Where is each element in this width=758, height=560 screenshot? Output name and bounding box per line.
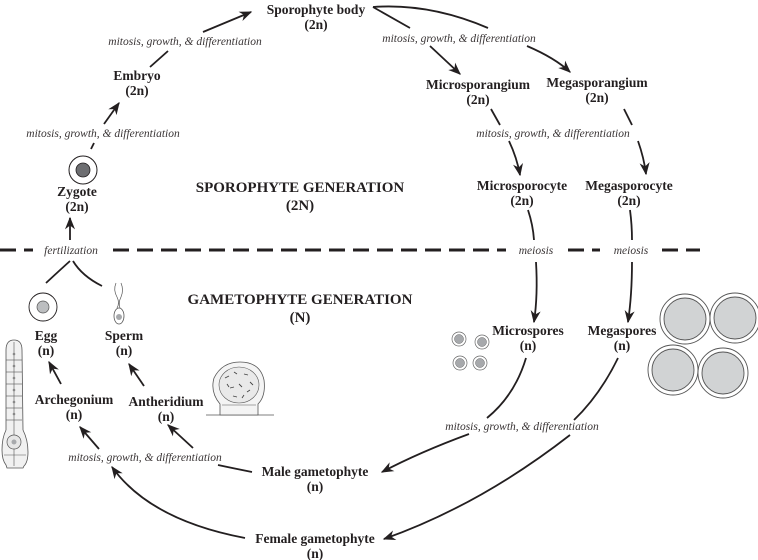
node-ploidy: (n) bbox=[38, 343, 55, 358]
node-name: Antheridium bbox=[128, 394, 204, 409]
arrow-sporophyte-to-mega-b bbox=[526, 45, 571, 73]
arrow-female-gametophyte-to-archegonium-a bbox=[111, 465, 246, 539]
arrow-zygote-to-embryo-b bbox=[103, 101, 120, 125]
node-microsporocyte: Microsporocyte (2n) bbox=[477, 178, 567, 208]
arrow-embryo-to-sporophyte-b bbox=[202, 11, 253, 33]
node-ploidy: (n) bbox=[520, 338, 537, 353]
node-ploidy: (n) bbox=[116, 343, 133, 358]
node-ploidy: (n) bbox=[66, 407, 83, 422]
node-name: Microsporangium bbox=[426, 77, 531, 92]
arrow-microsporangium-to-microsporocyte-b bbox=[508, 140, 523, 177]
node-sperm: Sperm (n) bbox=[105, 328, 144, 358]
gametophyte-generation-label: GAMETOPHYTE GENERATION bbox=[188, 292, 413, 308]
arrow-archegonium-to-egg bbox=[48, 360, 62, 385]
arrows bbox=[45, 5, 650, 540]
node-ploidy: (n) bbox=[614, 338, 631, 353]
sporophyte-generation-label: SPOROPHYTE GENERATION bbox=[196, 180, 405, 196]
arrow-antheridium-to-sperm bbox=[128, 362, 145, 387]
arrow-meiosis-to-microspores bbox=[530, 261, 541, 324]
process-label-meiosis-micro: meiosis bbox=[519, 245, 554, 257]
node-embryo: Embryo (2n) bbox=[113, 68, 161, 98]
node-ploidy: (2n) bbox=[65, 199, 88, 214]
node-name: Egg bbox=[35, 328, 58, 343]
node-sporophyte-body: Sporophyte body (2n) bbox=[267, 2, 366, 32]
arrow-microspores-to-male-gametophyte-b bbox=[380, 433, 470, 473]
arrow-egg-to-fertilization bbox=[45, 260, 71, 284]
node-megaspores: Megaspores (n) bbox=[588, 323, 657, 353]
arrow-sporophyte-to-mega-a bbox=[372, 5, 489, 29]
arrow-sporophyte-to-micro-b bbox=[429, 45, 461, 75]
node-name: Female gametophyte bbox=[255, 531, 375, 546]
node-zygote: Zygote (2n) bbox=[57, 184, 97, 214]
arrow-microsporocyte-to-meiosis bbox=[527, 209, 535, 241]
arrow-megaspores-to-female-gametophyte-a bbox=[573, 357, 619, 421]
arrow-megasporangium-to-megasporocyte-a bbox=[623, 108, 633, 126]
process-label-sporangia-to-sporocytes: mitosis, growth, & differentiation bbox=[476, 128, 630, 140]
arrow-meiosis-to-megaspores bbox=[624, 261, 635, 324]
node-ploidy: (n) bbox=[158, 409, 175, 424]
node-ploidy: (2n) bbox=[617, 193, 640, 208]
node-female-gametophyte: Female gametophyte (n) bbox=[255, 531, 375, 560]
archegonium-illustration bbox=[1, 339, 29, 469]
node-megasporocyte: Megasporocyte (2n) bbox=[585, 178, 672, 208]
node-ploidy: (2n) bbox=[125, 83, 148, 98]
arrow-microsporangium-to-microsporocyte-a bbox=[490, 108, 501, 126]
node-name: Sperm bbox=[105, 328, 144, 343]
gametophyte-generation-ploidy: (N) bbox=[290, 310, 311, 326]
node-male-gametophyte: Male gametophyte (n) bbox=[262, 464, 369, 494]
node-microsporangium: Microsporangium (2n) bbox=[426, 77, 531, 107]
zygote-illustration bbox=[68, 155, 98, 185]
node-ploidy: (n) bbox=[307, 546, 324, 560]
process-label-zygote-to-embryo: mitosis, growth, & differentiation bbox=[26, 128, 180, 140]
antheridium-illustration bbox=[206, 361, 274, 416]
sperm-illustration bbox=[113, 282, 125, 325]
process-label-fertilization: fertilization bbox=[44, 245, 98, 257]
node-archegonium: Archegonium (n) bbox=[35, 392, 114, 422]
node-name: Male gametophyte bbox=[262, 464, 369, 479]
node-name: Megasporocyte bbox=[585, 178, 672, 193]
node-ploidy: (n) bbox=[307, 479, 324, 494]
arrow-male-gametophyte-to-antheridium-b bbox=[167, 424, 194, 449]
arrow-megasporangium-to-megasporocyte-b bbox=[637, 140, 650, 176]
process-label-gametophytes-to-gametangia: mitosis, growth, & differentiation bbox=[68, 452, 222, 464]
egg-illustration bbox=[28, 292, 58, 322]
process-label-spores-to-gametophytes: mitosis, growth, & differentiation bbox=[445, 421, 599, 433]
arrow-archegonium-fragment bbox=[79, 426, 100, 450]
node-name: Archegonium bbox=[35, 392, 114, 407]
node-ploidy: (2n) bbox=[585, 90, 608, 105]
arrow-embryo-to-sporophyte-a bbox=[149, 50, 169, 68]
node-megasporangium: Megasporangium (2n) bbox=[546, 75, 648, 105]
node-name: Megasporangium bbox=[546, 75, 648, 90]
process-label-meiosis-mega: meiosis bbox=[614, 245, 649, 257]
arrow-megaspores-to-female-gametophyte-b bbox=[382, 434, 571, 540]
process-label-sporophyte-to-sporangia: mitosis, growth, & differentiation bbox=[382, 33, 536, 45]
node-ploidy: (2n) bbox=[304, 17, 327, 32]
node-name: Microsporocyte bbox=[477, 178, 567, 193]
arrow-male-gametophyte-to-antheridium-a bbox=[217, 464, 253, 473]
node-antheridium: Antheridium (n) bbox=[128, 394, 204, 424]
process-label-embryo-to-sporophyte: mitosis, growth, & differentiation bbox=[108, 36, 262, 48]
microspores-illustration bbox=[451, 331, 490, 371]
node-name: Zygote bbox=[57, 184, 97, 199]
node-microspores: Microspores (n) bbox=[492, 323, 564, 353]
node-ploidy: (2n) bbox=[466, 92, 489, 107]
node-name: Megaspores bbox=[588, 323, 657, 338]
arrow-microspores-to-male-gametophyte-a bbox=[486, 357, 527, 419]
node-name: Embryo bbox=[113, 68, 161, 83]
arrow-zygote-to-embryo-a bbox=[90, 142, 95, 150]
arrow-sporophyte-to-micro-a bbox=[372, 6, 411, 29]
node-egg: Egg (n) bbox=[35, 328, 58, 358]
arrow-sperm-to-fertilization bbox=[72, 260, 103, 287]
sporophyte-generation-ploidy: (2N) bbox=[286, 198, 314, 214]
node-ploidy: (2n) bbox=[510, 193, 533, 208]
megaspores-illustration bbox=[647, 292, 758, 399]
arrow-megasporocyte-to-meiosis bbox=[629, 209, 633, 241]
node-name: Sporophyte body bbox=[267, 2, 366, 17]
node-name: Microspores bbox=[492, 323, 564, 338]
